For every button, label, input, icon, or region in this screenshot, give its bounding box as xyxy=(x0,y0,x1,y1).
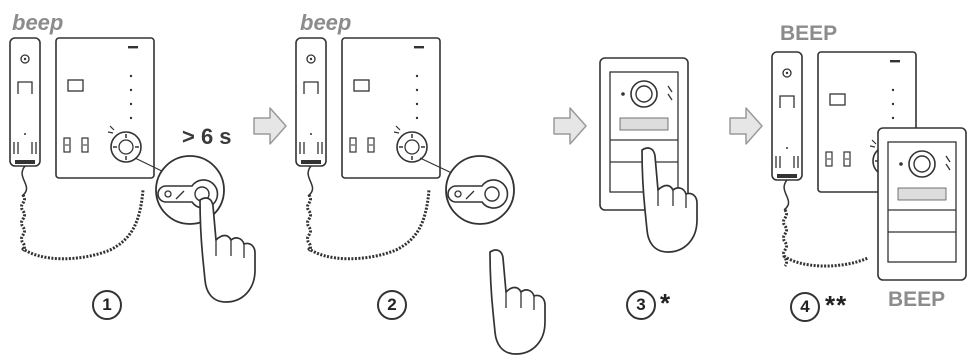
key-icon-2 xyxy=(445,155,515,225)
step-number-4: 4 xyxy=(790,292,820,322)
footnote-mark-4: ** xyxy=(825,290,848,320)
intercom-unit-2 xyxy=(295,37,441,197)
beep-label-2: beep xyxy=(300,10,352,35)
coiled-cable-1 xyxy=(21,189,145,261)
step-number-2: 2 xyxy=(377,290,407,320)
panel-1 xyxy=(9,37,256,303)
beep-label-4-bottom: BEEP xyxy=(888,288,946,311)
zoom-leader-2 xyxy=(419,157,457,176)
panel-2 xyxy=(295,37,546,355)
footnote-mark-3: * xyxy=(660,288,672,318)
beep-label-4-top: BEEP xyxy=(780,22,838,45)
arrow-icon-2 xyxy=(553,107,587,145)
hold-duration-label: > 6 s xyxy=(182,124,232,149)
beep-label-1: beep xyxy=(12,10,64,35)
entrance-panel-4 xyxy=(877,127,967,281)
handset-cord-1 xyxy=(20,193,26,253)
handset-cord-2 xyxy=(306,193,312,253)
panel-3 xyxy=(599,57,698,253)
pressing-hand-icon-1 xyxy=(199,197,256,303)
intercom-unit-1 xyxy=(9,37,155,197)
step-number-1: 1 xyxy=(92,290,122,320)
panel-4 xyxy=(771,51,967,281)
coiled-cable-4 xyxy=(783,254,869,268)
arrow-icon-1 xyxy=(253,107,287,145)
released-hand-icon-2 xyxy=(489,249,546,355)
coiled-cable-2 xyxy=(307,189,431,261)
arrow-icon-3 xyxy=(729,107,763,145)
step-number-3: 3 xyxy=(626,290,656,320)
